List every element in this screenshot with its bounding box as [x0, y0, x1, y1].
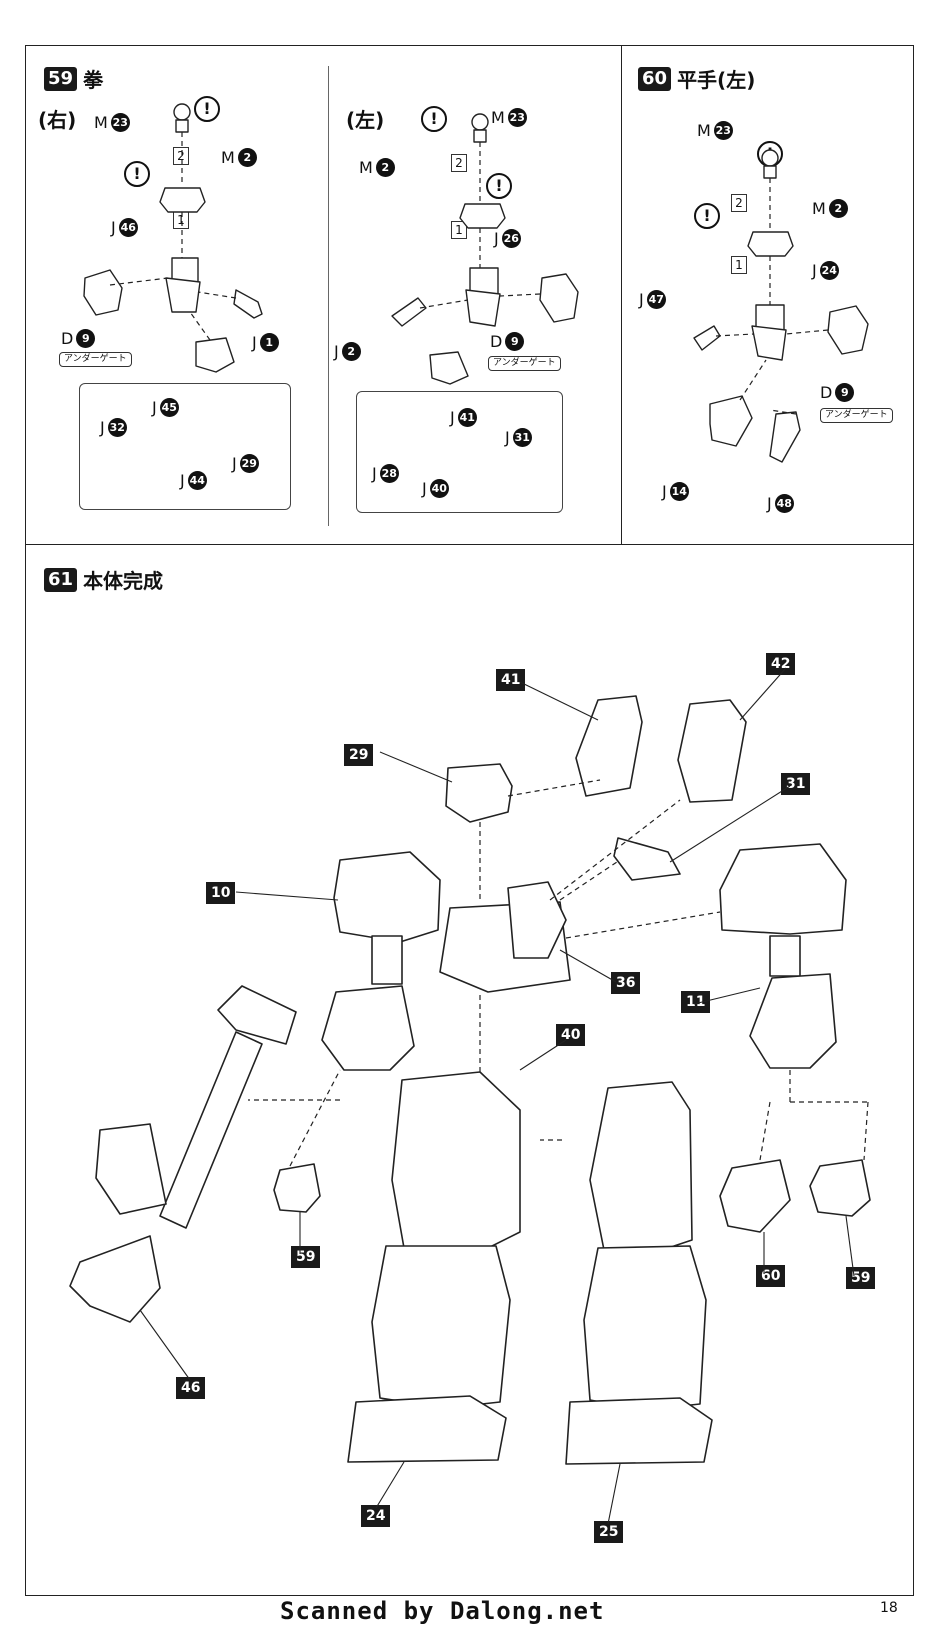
page-number: 18 [880, 1600, 898, 1616]
part-label-59: 59 [291, 1246, 321, 1268]
part-label-60: 60 [756, 1265, 786, 1287]
under-gate-label-60: アンダーゲート [820, 408, 893, 423]
scan-credit: Scanned by Dalong.net [280, 1597, 605, 1625]
warning-icon: ! [694, 203, 720, 229]
step-number: 61 [44, 567, 78, 592]
order-2-l: 2 [451, 154, 467, 172]
step-number: 60 [638, 66, 672, 91]
step-number: 59 [44, 66, 78, 91]
step-title-text: 平手(左) [677, 68, 756, 92]
warning-icon: ! [486, 173, 512, 199]
part-label-36: 36 [611, 972, 641, 994]
part-label-11: 11 [681, 991, 711, 1013]
warning-icon: ! [421, 106, 447, 132]
order-1-l: 1 [451, 221, 467, 239]
part-label-25: 25 [594, 1521, 624, 1543]
step-title-text: 本体完成 [83, 569, 164, 593]
warning-icon: ! [124, 161, 150, 187]
step-title-text: 拳 [83, 68, 104, 92]
part-label-29: 29 [344, 744, 374, 766]
order-2-60: 2 [731, 194, 747, 212]
order-2-r: 2 [173, 147, 189, 165]
part-label-24: 24 [361, 1505, 391, 1527]
step-59-title: 59 拳 [44, 64, 103, 93]
part-label-41: 41 [496, 669, 526, 691]
under-gate-label-r: アンダーゲート [59, 352, 132, 367]
warning-icon: ! [194, 96, 220, 122]
column-divider [328, 66, 329, 526]
right-label: (右) [38, 108, 77, 132]
order-1-60: 1 [731, 256, 747, 274]
under-gate-label-l: アンダーゲート [488, 356, 561, 371]
step-61-title: 61 本体完成 [44, 565, 163, 594]
step-60-title: 60 平手(左) [638, 64, 755, 93]
part-label-46: 46 [176, 1377, 206, 1399]
part-label-10: 10 [206, 882, 236, 904]
left-label: (左) [346, 108, 385, 132]
part-label-31: 31 [781, 773, 811, 795]
part-label-40: 40 [556, 1024, 586, 1046]
